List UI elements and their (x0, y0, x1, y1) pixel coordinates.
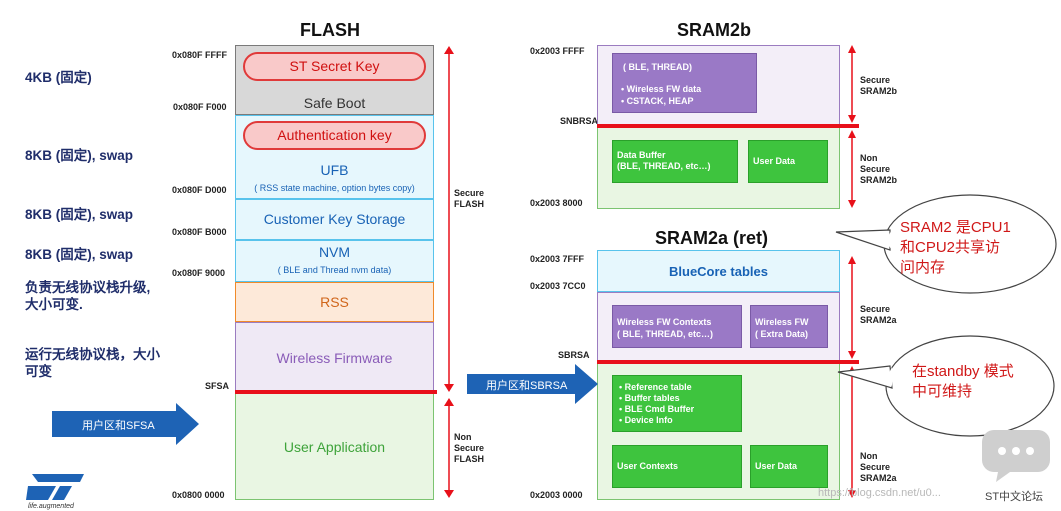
flash-addr-sfsa: SFSA (205, 381, 230, 391)
st-tagline: life.augmented (28, 503, 74, 510)
flash-addr-b000: 0x080F B000 (172, 227, 227, 237)
sram2b-user-data-box: User Data (748, 140, 828, 183)
sram2b-data-buffer-label: Data Buffer (BLE, THREAD, etc…) (617, 150, 711, 171)
st-secret-key-pill: ST Secret Key (243, 52, 426, 81)
callout-shared-text: SRAM2 是CPU1 和CPU2共享访 问内存 (900, 219, 1011, 276)
user-contexts-box: User Contexts (612, 445, 742, 488)
sram2a-user-data-label: User Data (755, 461, 798, 471)
bluecore-tables-label: BlueCore tables (669, 264, 768, 279)
sram2a-bullet-4: • Device Info (619, 415, 673, 425)
sram2b-nonsecure-range-arrow (848, 130, 856, 208)
note-rss: 负责无线协议栈升级, 大小可变. (25, 280, 151, 312)
note-wireless: 运行无线协议栈，大小 可变 (25, 347, 160, 379)
note-4kb: 4KB (固定) (25, 70, 92, 85)
flash-addr-top: 0x080F FFFF (172, 50, 228, 60)
wfw-contexts-label: Wireless FW Contexts ( BLE, THREAD, etc…… (617, 317, 714, 339)
sram2a-nonsecure-label: Non Secure SRAM2a (860, 451, 897, 483)
auth-key-pill: Authentication key (243, 121, 426, 150)
user-application-block: User Application (235, 392, 434, 500)
sram2a-bullet-1: • Reference table (619, 382, 692, 392)
st-secret-key-label: ST Secret Key (289, 58, 380, 74)
user-contexts-label: User Contexts (617, 461, 679, 471)
sram2a-addr-top: 0x2003 7FFF (530, 254, 585, 264)
sram2a-secure-label: Secure SRAM2a (860, 304, 897, 325)
wireless-firmware-block: Wireless Firmware (235, 322, 434, 392)
sram2b-wireless-box: ( BLE, THREAD) • Wireless FW data • CSTA… (612, 53, 757, 113)
note-8kb-nvm: 8KB (固定), swap (25, 247, 134, 262)
nvm-sub-label: ( BLE and Thread nvm data) (277, 265, 392, 275)
sram2a-bluecore-list-box: • Reference table • Buffer tables • BLE … (612, 375, 742, 432)
sram2a-bullet-3: • BLE Cmd Buffer (619, 404, 695, 414)
sram2b-data-buffer-box: Data Buffer (BLE, THREAD, etc…) (612, 140, 738, 183)
wfw-contexts-box: Wireless FW Contexts ( BLE, THREAD, etc…… (612, 305, 742, 348)
sram2b-secure-range-arrow (848, 45, 856, 123)
flash-secure-range-arrow (444, 46, 454, 392)
flash-addr-f000: 0x080F F000 (173, 102, 227, 112)
wfw-extra-label: Wireless FW ( Extra Data) (755, 317, 809, 339)
auth-key-label: Authentication key (277, 127, 392, 143)
non-secure-flash-label: Non Secure FLASH (454, 432, 485, 464)
sram2b-addr-snbrsa: SNBRSA (560, 116, 599, 126)
sram2b-snbrsa-divider (597, 124, 859, 128)
sram2a-secure-range-arrow (848, 256, 856, 359)
secure-flash-label: Secure FLASH (454, 188, 485, 209)
sram2b-addr-top: 0x2003 FFFF (530, 46, 585, 56)
note-8kb-cks: 8KB (固定), swap (25, 207, 134, 222)
callout-bubble-shared (835, 194, 1057, 294)
sfsa-arrow-label: 用户区和SFSA (82, 420, 155, 432)
ufb-label: UFB (320, 162, 349, 178)
sram2b-bullet-2: • CSTACK, HEAP (621, 96, 694, 106)
sram2a-sbrsa-divider (597, 360, 859, 364)
sram2a-bullet-4-text: Device Info (624, 415, 673, 425)
sram2a-bullet-3-text: BLE Cmd Buffer (624, 404, 695, 414)
flash-addr-d000: 0x080F D000 (172, 185, 227, 195)
sram2b-bullet-1-text: Wireless FW data (626, 84, 702, 94)
ufb-sub-label: ( RSS state machine, option bytes copy) (254, 183, 415, 193)
nvm-label: NVM (318, 244, 351, 260)
flash-nonsecure-range-arrow (444, 398, 454, 498)
customer-key-storage-block: Customer Key Storage (235, 199, 434, 240)
sram2b-addr-bottom: 0x2003 8000 (530, 198, 583, 208)
sram2a-addr-7cc0: 0x2003 7CC0 (530, 281, 586, 291)
bluecore-tables-block: BlueCore tables (597, 250, 840, 292)
corner-title-fragment (950, 0, 1061, 6)
community-label: ST中文论坛 (985, 491, 1044, 503)
sram2a-addr-sbrsa: SBRSA (558, 350, 590, 360)
sram2a-addr-bottom: 0x2003 0000 (530, 490, 583, 500)
safe-boot-label: Safe Boot (303, 95, 366, 111)
sram2b-nonsecure-label: Non Secure SRAM2b (860, 153, 898, 185)
sram2b-user-data-label: User Data (753, 156, 796, 166)
flash-sfsa-divider (235, 390, 437, 394)
sram2a-title: SRAM2a (ret) (655, 228, 769, 248)
sram2a-user-data-box: User Data (750, 445, 828, 488)
rss-block: RSS (235, 282, 434, 322)
nvm-block: NVM ( BLE and Thread nvm data) (235, 240, 434, 282)
sfsa-blue-arrow (52, 403, 199, 445)
sram2b-ble-thread: ( BLE, THREAD) (623, 62, 692, 72)
note-8kb-ufb: 8KB (固定), swap (25, 148, 134, 163)
sbrsa-arrow-label: 用户区和SBRSA (486, 380, 568, 392)
sbrsa-blue-arrow (467, 364, 598, 404)
st-logo-icon (26, 474, 84, 500)
sram2a-bullet-2: • Buffer tables (619, 393, 680, 403)
flash-addr-bottom: 0x0800 0000 (172, 490, 225, 500)
sram2a-bullet-2-text: Buffer tables (624, 393, 680, 403)
wireless-firmware-label: Wireless Firmware (276, 350, 393, 366)
rss-label: RSS (320, 294, 349, 310)
sram2a-bullet-1-text: Reference table (624, 382, 692, 392)
callout-standby-text: 在standby 模式 中可维持 (912, 363, 1014, 400)
wfw-extra-box: Wireless FW ( Extra Data) (750, 305, 828, 348)
watermark-text: https://blog.csdn.net/u0... (818, 487, 941, 499)
sram2b-bullet-2-text: CSTACK, HEAP (626, 96, 694, 106)
chat-bubble-icon (982, 430, 1050, 482)
sram2b-secure-label: Secure SRAM2b (860, 75, 898, 96)
callout-bubble-standby (837, 335, 1055, 437)
user-application-label: User Application (283, 439, 386, 455)
sram2b-bullet-1: • Wireless FW data (621, 84, 702, 94)
cks-label: Customer Key Storage (263, 211, 406, 227)
sram2b-title: SRAM2b (677, 20, 752, 40)
flash-addr-9000: 0x080F 9000 (172, 268, 226, 278)
flash-title: FLASH (300, 20, 360, 40)
